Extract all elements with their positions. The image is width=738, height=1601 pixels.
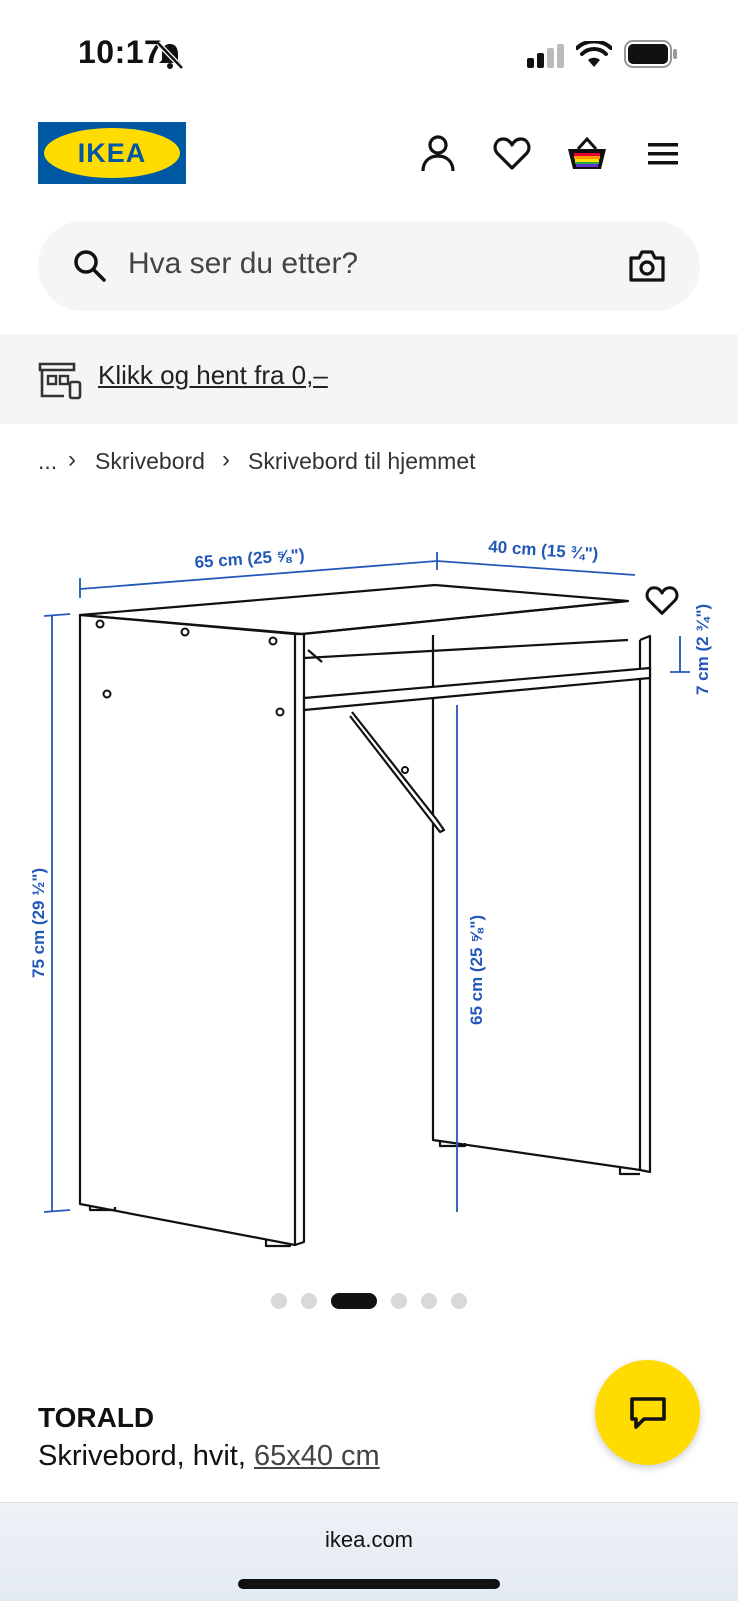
chat-bubble-icon [629,1396,666,1429]
carousel-dot-active[interactable] [331,1293,377,1309]
search-input[interactable]: Hva ser du etter? [128,247,359,280]
heart-icon[interactable] [490,132,534,176]
logo-text: IKEA [77,137,147,168]
basket-icon[interactable] [565,132,609,176]
url-label[interactable]: ikea.com [324,1527,414,1552]
bell-slash-icon [156,41,184,70]
profile-icon[interactable] [416,132,460,176]
click-collect-link[interactable]: Klikk og hent fra 0,– [98,360,328,390]
breadcrumb-item-hjemmet[interactable]: Skrivebord til hjemmet [248,448,476,474]
search-bar[interactable]: Hva ser du etter? [38,221,700,311]
favourite-button[interactable] [633,572,691,630]
dim-width-label: 65 cm (25 ⅝") [194,545,305,572]
breadcrumb-item-skrivebord[interactable]: Skrivebord [95,448,205,474]
carousel-dot[interactable] [271,1293,287,1309]
heart-icon [645,586,679,615]
carousel-dot[interactable] [451,1293,467,1309]
click-collect-banner[interactable]: Klikk og hent fra 0,– [0,334,738,424]
dim-shelf-label: 7 cm (2 ¾") [693,604,712,695]
signal-icon [527,44,564,68]
product-image[interactable]: 65 cm (25 ⅝") 40 cm (15 ¾") 75 cm (29 ½"… [0,520,738,1270]
search-icon [74,250,106,282]
dim-height-label: 75 cm (29 ½") [29,868,48,978]
breadcrumb-ellipsis[interactable]: ... [38,448,58,474]
product-desc-text: Skrivebord, hvit, [38,1440,254,1472]
store-pickup-icon [38,362,82,400]
chevron-right-icon: › [68,446,76,473]
dim-underside-label: 65 cm (25 ⅝") [467,915,486,1025]
product-size-link[interactable]: 65x40 cm [253,1440,380,1472]
battery-icon [624,40,677,68]
chat-button[interactable] [595,1360,700,1465]
browser-bar: ikea.com [0,1502,738,1601]
home-indicator[interactable] [238,1579,500,1589]
product-description: Skrivebord, hvit, 65x40 cm [38,1440,380,1473]
carousel-dot[interactable] [301,1293,317,1309]
product-name: TORALD [38,1402,155,1433]
camera-icon[interactable] [628,249,666,283]
chevron-right-icon: › [222,446,230,473]
status-time: 10:17 [78,34,163,70]
carousel-dot[interactable] [421,1293,437,1309]
carousel-dot[interactable] [391,1293,407,1309]
menu-icon[interactable] [641,132,685,176]
ikea-logo[interactable]: IKEA [38,122,186,184]
wifi-icon [576,41,612,67]
status-bar: 10:17 [0,0,738,100]
dim-depth-label: 40 cm (15 ¾") [488,537,599,564]
